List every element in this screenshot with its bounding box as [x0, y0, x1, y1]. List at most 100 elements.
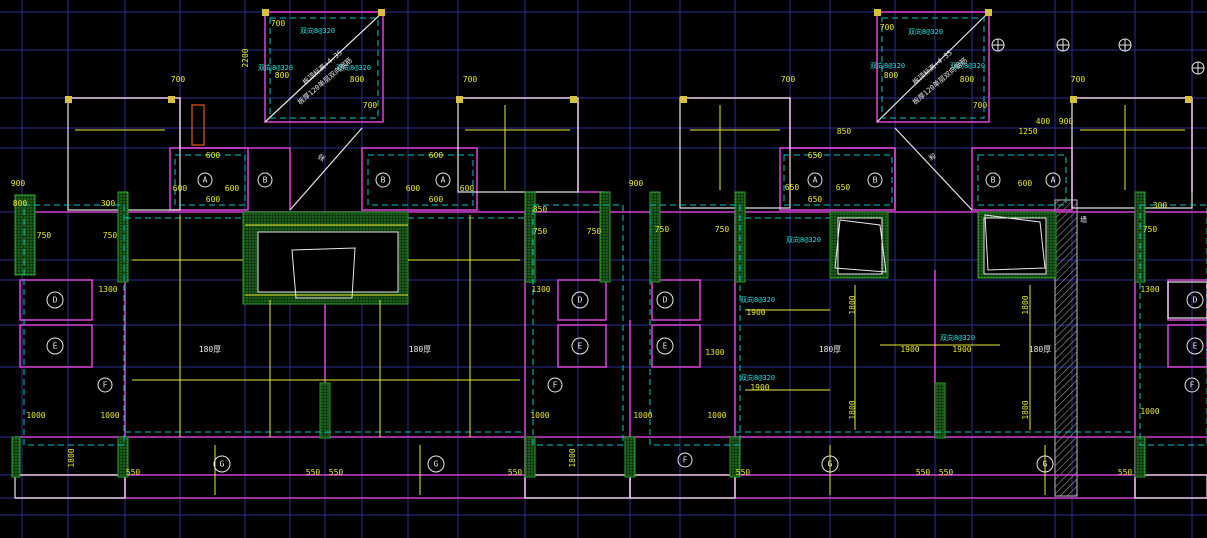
slab-tags — [46, 172, 1204, 473]
slab-tag-circle — [197, 172, 213, 188]
dim-text: 2200 — [241, 48, 250, 67]
dim-text: 1300 — [705, 348, 724, 357]
slab-tag-circle — [985, 172, 1001, 188]
slab-tag-circle — [1186, 337, 1204, 355]
rebar-note: 双向8@320 — [336, 63, 371, 72]
slab-tag-circle — [656, 337, 674, 355]
slab-tag-circle — [1045, 172, 1061, 188]
slab-tag-circle — [427, 455, 445, 473]
slab-tag-circle — [46, 337, 64, 355]
rebar-note: 双向8@320 — [950, 61, 985, 70]
dim-text: 400 — [1036, 117, 1051, 126]
rebar-note: 双向8@320 — [258, 63, 293, 72]
rebar-note: 双向8@320 — [740, 373, 775, 382]
tag-label: A — [441, 176, 446, 185]
dim-text: 1800 — [1021, 295, 1030, 314]
slab-tag-circle — [547, 377, 563, 393]
dim-text: 650 — [808, 195, 823, 204]
dim-text: 650 — [785, 183, 800, 192]
slab-tag-circle — [213, 455, 231, 473]
dim-text: 1800 — [848, 400, 857, 419]
dim-text: 700 — [1071, 75, 1086, 84]
slab-tag-circle — [821, 455, 839, 473]
dim-text: 700 — [880, 23, 895, 32]
dim-text: 1800 — [67, 448, 76, 467]
tag-label: E — [663, 342, 668, 351]
dim-text: 750 — [1143, 225, 1158, 234]
dim-text: 1900 — [750, 383, 769, 392]
dim-text: 700 — [973, 101, 988, 110]
slab-tag-circle — [1184, 377, 1200, 393]
dim-text: 550 — [126, 468, 141, 477]
dim-text: 1000 — [100, 411, 119, 420]
rebar-note: 双向8@320 — [940, 333, 975, 342]
dim-text: 800 — [275, 71, 290, 80]
tag-label: F — [103, 381, 108, 390]
tag-label: D — [53, 296, 58, 305]
tag-label: A — [1051, 176, 1056, 185]
slab-tag-circle — [807, 172, 823, 188]
tag-label: A — [203, 176, 208, 185]
dim-text: 750 — [103, 231, 118, 240]
dim-text: 550 — [329, 468, 344, 477]
dim-text: 750 — [533, 227, 548, 236]
dim-text: 850 — [837, 127, 852, 136]
tag-label: G — [434, 460, 439, 469]
tag-label: B — [873, 176, 878, 185]
slab-tag-circle — [375, 172, 391, 188]
slab-tag-circle — [677, 452, 693, 468]
dim-text: 1800 — [568, 448, 577, 467]
rebar-lines — [75, 105, 1185, 495]
slab-tag-circle — [46, 291, 64, 309]
tag-label: E — [578, 342, 583, 351]
dim-text: 1000 — [707, 411, 726, 420]
dim-text: 700 — [781, 75, 796, 84]
dim-text: 550 — [939, 468, 954, 477]
dim-text: 600 — [460, 184, 475, 193]
tag-label: B — [263, 176, 268, 185]
tag-label: D — [663, 296, 668, 305]
slab-thickness-label: 180厚 — [409, 345, 431, 354]
slab-tag-circle — [1186, 291, 1204, 309]
column-cores — [257, 217, 1047, 293]
dim-text: 750 — [587, 227, 602, 236]
beam-label: 梁 — [316, 152, 327, 163]
dim-text: 1300 — [98, 285, 117, 294]
hatched-wall-strip — [1054, 199, 1078, 497]
slab-tag-circle — [97, 377, 113, 393]
slab-tag-circle — [571, 337, 589, 355]
dim-text: 1900 — [746, 308, 765, 317]
wall-label: 墙 — [1080, 215, 1087, 224]
dim-text: 600 — [225, 184, 240, 193]
dim-text: 1300 — [1140, 285, 1159, 294]
white-walls — [14, 11, 1207, 499]
dim-text: 300 — [1153, 201, 1168, 210]
dim-text: 600 — [1018, 179, 1033, 188]
slab-thickness-label: 180厚 — [199, 345, 221, 354]
dim-text: 550 — [306, 468, 321, 477]
slab-tag-circle — [571, 291, 589, 309]
tag-label: D — [578, 296, 583, 305]
dim-text: 650 — [836, 183, 851, 192]
dim-text: 750 — [655, 225, 670, 234]
dim-text: 700 — [171, 75, 186, 84]
slab-tag-circle — [257, 172, 273, 188]
dim-text: 900 — [629, 179, 644, 188]
axis-bubbles — [991, 38, 1205, 75]
slab-tag-circle — [867, 172, 883, 188]
dim-text: 600 — [173, 184, 188, 193]
tag-label: E — [53, 342, 58, 351]
dim-text: 1800 — [1021, 400, 1030, 419]
corner-markers — [65, 9, 1192, 103]
tag-label: G — [1043, 460, 1048, 469]
dim-text: 1300 — [531, 285, 550, 294]
dim-text: 600 — [429, 151, 444, 160]
dim-text: 300 — [101, 199, 116, 208]
tag-label: B — [991, 176, 996, 185]
dim-text: 1000 — [530, 411, 549, 420]
dim-text: 750 — [37, 231, 52, 240]
tag-label: B — [381, 176, 386, 185]
tag-label: F — [1190, 381, 1195, 390]
dim-text: 750 — [715, 225, 730, 234]
